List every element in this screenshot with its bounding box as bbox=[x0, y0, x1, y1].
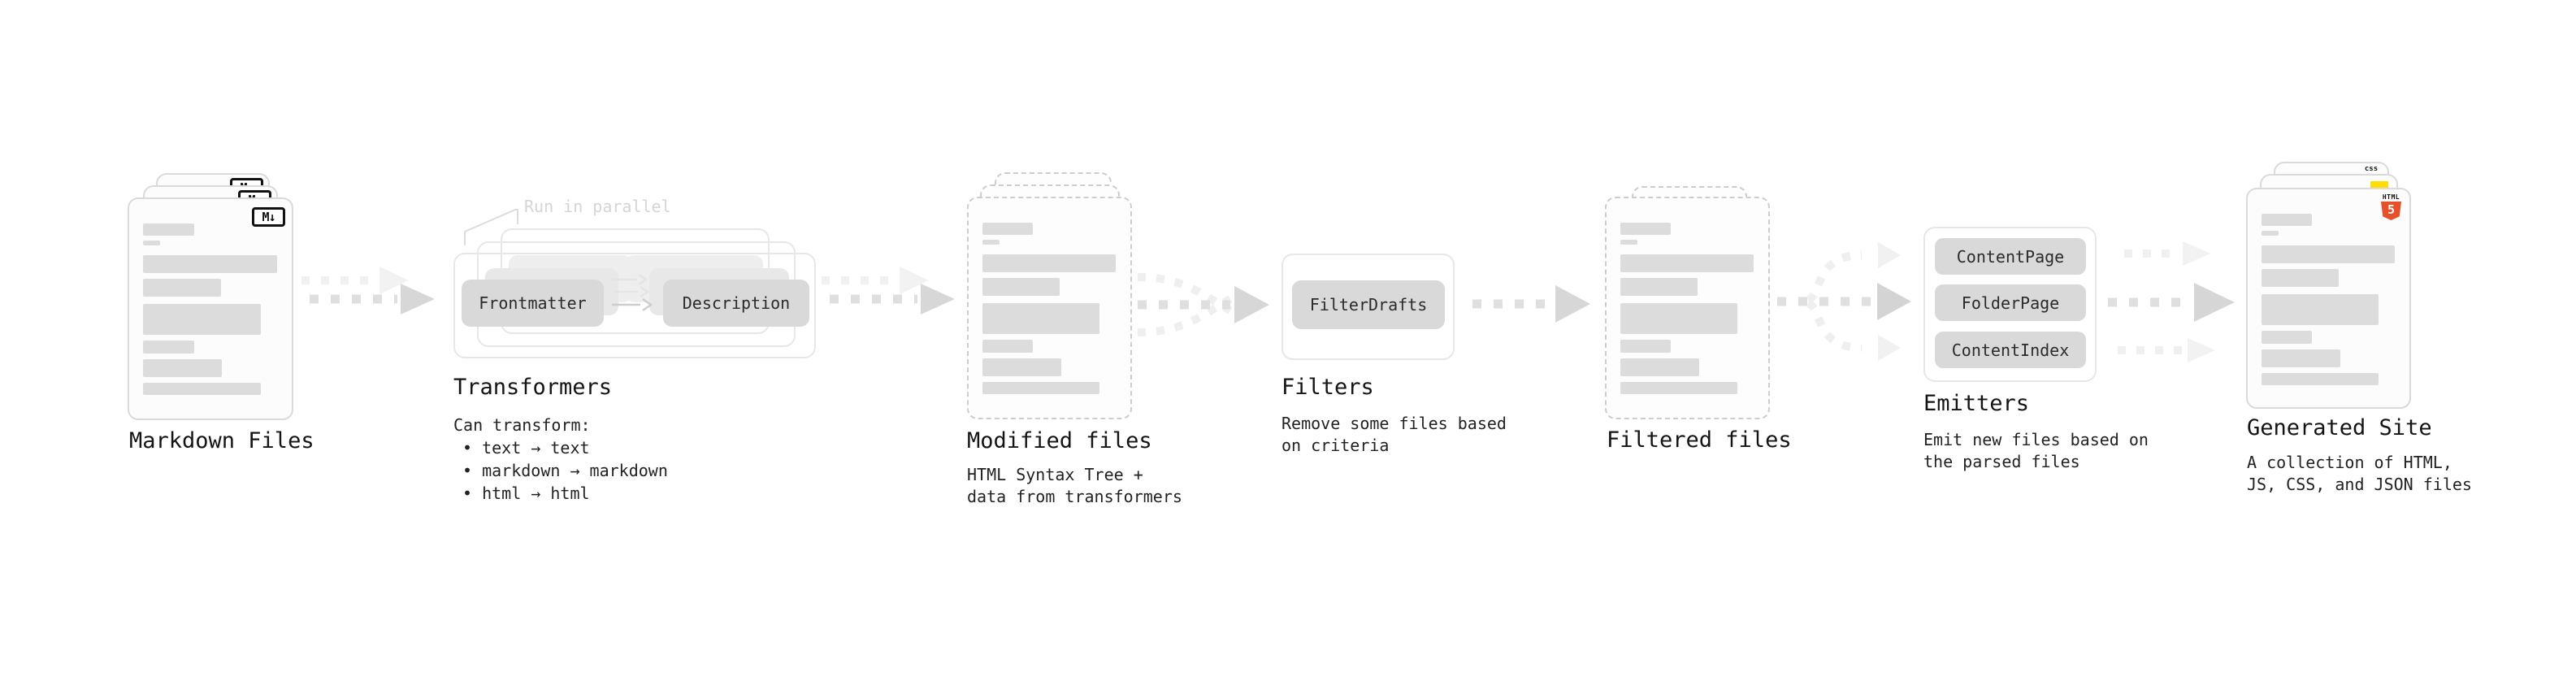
frontmatter-button: Frontmatter bbox=[462, 280, 604, 327]
arrow-filtered-to-emitters bbox=[1777, 242, 1911, 361]
transformers-description: Can transform: • text → text • markdown … bbox=[453, 414, 668, 505]
emitters-label: Emitters bbox=[1923, 391, 2030, 416]
filters-description: Remove some files based on criteria bbox=[1281, 413, 1507, 457]
filtered-doc-front bbox=[1605, 197, 1770, 419]
arrow-filters-to-filtered bbox=[1472, 285, 1590, 323]
note-leader-line bbox=[464, 209, 518, 245]
modified-files-description: HTML Syntax Tree + data from transformer… bbox=[967, 464, 1182, 508]
desc-line: on criteria bbox=[1281, 436, 1390, 455]
desc-line: • text → text bbox=[462, 438, 590, 458]
generated-doc-front: HTML 5 bbox=[2246, 188, 2411, 409]
filterdrafts-button: FilterDrafts bbox=[1292, 280, 1445, 329]
html5-icon: HTML 5 bbox=[2380, 193, 2402, 220]
transformers-label: Transformers bbox=[453, 375, 613, 400]
generated-site-description: A collection of HTML, JS, CSS, and JSON … bbox=[2247, 452, 2472, 496]
desc-line: Can transform: bbox=[453, 415, 591, 435]
doc-text-bars bbox=[143, 223, 277, 395]
css-icon-text: css bbox=[2364, 165, 2379, 173]
doc-text-bars bbox=[2262, 214, 2395, 385]
transformer-frame-front bbox=[453, 253, 816, 358]
contentindex-button: ContentIndex bbox=[1935, 332, 2086, 368]
js-icon bbox=[2370, 181, 2388, 190]
filtered-files-label: Filtered files bbox=[1607, 427, 1792, 453]
markdown-icon: M↓ bbox=[252, 207, 285, 227]
arrow-modified-to-filters bbox=[1137, 273, 1269, 336]
doc-text-bars bbox=[1620, 223, 1754, 394]
desc-line: A collection of HTML, bbox=[2247, 453, 2452, 472]
folderpage-button: FolderPage bbox=[1935, 284, 2086, 321]
desc-line: Remove some files based bbox=[1281, 414, 1507, 433]
arrow-transformers-to-modified bbox=[822, 267, 955, 314]
desc-line: the parsed files bbox=[1923, 452, 2080, 471]
desc-line: Emit new files based on bbox=[1923, 430, 2149, 449]
markdown-doc-front: M↓ bbox=[128, 197, 293, 420]
arrow-emitters-to-generated bbox=[2108, 241, 2235, 362]
markdown-files-label: Markdown Files bbox=[129, 428, 314, 453]
run-in-parallel-note: Run in parallel bbox=[524, 197, 671, 216]
modified-files-label: Modified files bbox=[967, 428, 1152, 453]
emitters-description: Emit new files based on the parsed files bbox=[1923, 429, 2149, 473]
html5-icon-number: 5 bbox=[2387, 202, 2396, 217]
modified-doc-front bbox=[967, 197, 1132, 419]
html5-icon-shield: 5 bbox=[2381, 202, 2401, 220]
html5-icon-text: HTML bbox=[2382, 193, 2400, 201]
desc-line: HTML Syntax Tree + bbox=[967, 465, 1143, 484]
doc-text-bars bbox=[982, 223, 1116, 394]
filters-label: Filters bbox=[1281, 375, 1374, 400]
desc-line: • html → html bbox=[462, 484, 590, 503]
contentpage-button: ContentPage bbox=[1935, 238, 2086, 275]
arrow-markdown-to-transformers bbox=[301, 267, 435, 314]
desc-line: data from transformers bbox=[967, 487, 1182, 506]
parallel-run-arrows bbox=[612, 273, 653, 312]
generated-site-label: Generated Site bbox=[2247, 415, 2432, 440]
description-button: Description bbox=[663, 280, 809, 327]
desc-line: JS, CSS, and JSON files bbox=[2247, 475, 2472, 494]
desc-line: • markdown → markdown bbox=[462, 461, 668, 480]
